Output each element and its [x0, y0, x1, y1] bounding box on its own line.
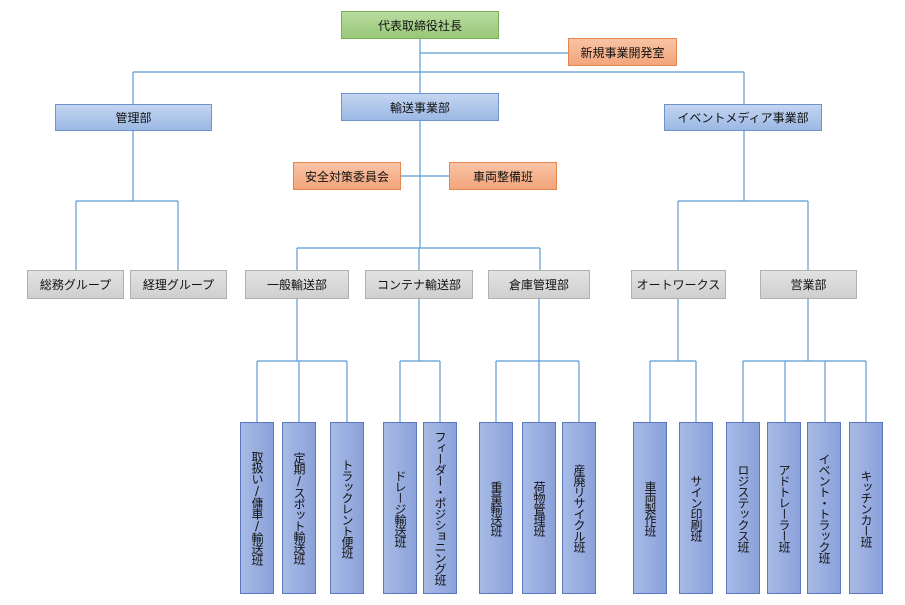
- team-box: 定期/スポット輸送班: [282, 422, 316, 594]
- warehouse-dept-box: 倉庫管理部: [488, 270, 590, 299]
- event-media-division-box: イベントメディア事業部: [664, 104, 822, 131]
- team-box: 産廃リサイクル班: [562, 422, 596, 594]
- team-box: トラックレント便班: [330, 422, 364, 594]
- team-box: 重量輸送班: [479, 422, 513, 594]
- general-affairs-group-box: 総務グループ: [27, 270, 124, 299]
- new-business-office-box: 新規事業開発室: [568, 38, 677, 66]
- team-box: ロジステックス班: [726, 422, 760, 594]
- safety-committee-box: 安全対策委員会: [293, 162, 401, 190]
- transport-division-box: 輸送事業部: [341, 93, 499, 121]
- team-box: アドトレーラー班: [767, 422, 801, 594]
- ceo-box: 代表取締役社長: [341, 11, 499, 39]
- container-transport-dept-box: コンテナ輸送部: [365, 270, 473, 299]
- team-box: 荷物管理班: [522, 422, 556, 594]
- autoworks-box: オートワークス: [631, 270, 726, 299]
- vehicle-maintenance-box: 車両整備班: [449, 162, 557, 190]
- team-box: フィーダー・ポジショニング班: [423, 422, 457, 594]
- team-box: 取扱い/傭車/輸送班: [240, 422, 274, 594]
- team-box: ドレージ輸送班: [383, 422, 417, 594]
- team-box: サイン印刷班: [679, 422, 713, 594]
- team-box: 車両製作班: [633, 422, 667, 594]
- admin-division-box: 管理部: [55, 104, 212, 131]
- sales-dept-box: 営業部: [760, 270, 857, 299]
- accounting-group-box: 経理グループ: [130, 270, 227, 299]
- team-box: イベント・トラック班: [807, 422, 841, 594]
- team-box: キッチンカー班: [849, 422, 883, 594]
- general-transport-dept-box: 一般輸送部: [245, 270, 349, 299]
